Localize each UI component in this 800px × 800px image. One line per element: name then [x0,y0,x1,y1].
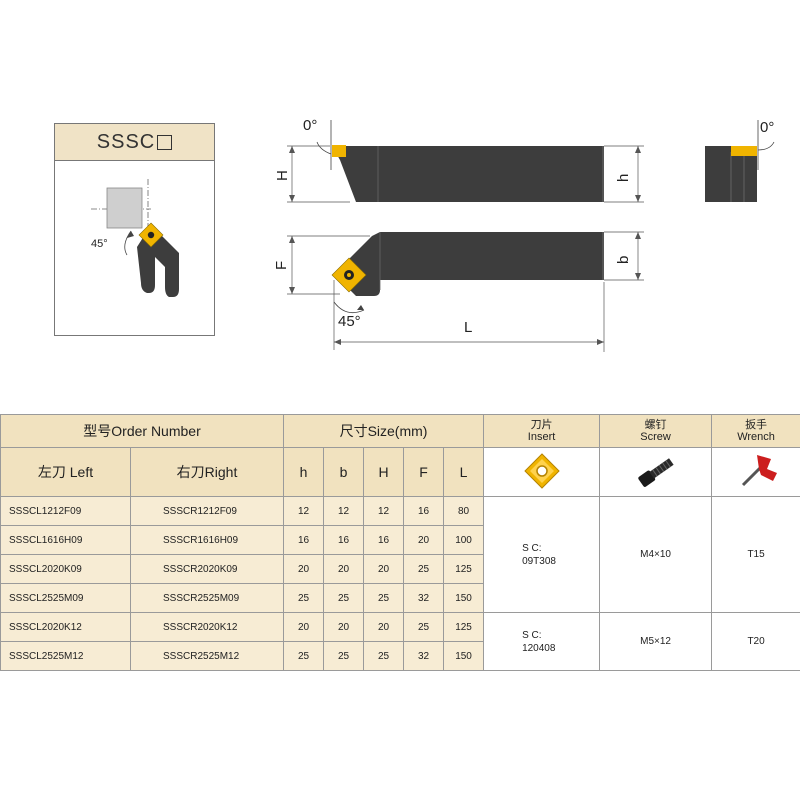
header-left: 左刀 Left [0,447,131,497]
screw-image-cell [599,447,713,497]
row-right-model: SSSCR2020K12 [130,612,284,642]
row-H: 25 [363,641,404,671]
angle-label-bottom: 45° [338,313,361,330]
dim-b: b [615,256,632,264]
row-F: 25 [403,612,444,642]
header-col-h: h [283,447,324,497]
insert-image-cell [483,447,601,497]
frame-title-text: SSSC [96,130,156,153]
row-h: 12 [283,496,324,526]
angle-label-top-left: 0° [303,117,317,134]
screw-icon [637,457,674,487]
tool-drawing: 0° H h 45° F b L 0° [273,117,775,352]
row-h: 25 [283,641,324,671]
row-left-model: SSSCL1616H09 [0,525,131,555]
group1-insert-l1: S C: [522,542,542,554]
wrench-icon [742,454,778,486]
inset-workpiece [106,187,143,229]
row-b: 25 [323,583,364,613]
row-right-model: SSSCR2020K09 [130,554,284,584]
row-right-model: SSSCR2525M09 [130,583,284,613]
header-wrench-en: Wrench [737,431,775,443]
row-right-model: SSSCR2525M12 [130,641,284,671]
row-L: 125 [442,612,485,642]
header-screw: 螺钉 Screw [599,414,713,448]
row-b: 12 [323,496,364,526]
frame-title: SSSC [55,124,214,161]
header-insert-en: Insert [527,431,556,443]
group2-wrench: T20 [711,612,800,671]
row-h: 16 [283,525,324,555]
header-right: 右刀Right [130,447,284,497]
group2-insert: S C: 120408 [483,612,601,671]
end-view-insert [731,146,757,156]
top-view-insert [332,145,346,157]
row-left-model: SSSCL2020K09 [0,554,131,584]
bottom-view-tool [334,232,604,296]
row-b: 16 [323,525,364,555]
row-H: 16 [363,525,404,555]
row-H: 20 [363,612,404,642]
row-F: 25 [403,554,444,584]
header-col-F: F [403,447,444,497]
row-right-model: SSSCR1212F09 [130,496,284,526]
row-F: 16 [403,496,444,526]
dim-h: h [615,174,632,182]
header-screw-en: Screw [640,431,671,443]
row-left-model: SSSCL2525M12 [0,641,131,671]
row-F: 20 [403,525,444,555]
header-wrench: 扳手 Wrench [711,414,800,448]
row-left-model: SSSCL2020K12 [0,612,131,642]
row-h: 20 [283,612,324,642]
group2-insert-l2: 120408 [522,642,556,654]
row-L: 150 [442,583,485,613]
group1-insert-l2: 09T308 [522,555,556,567]
row-L: 125 [442,554,485,584]
header-col-H: H [363,447,404,497]
inset-drawing: 45° [91,179,179,297]
header-size: 尺寸Size(mm) [282,414,485,448]
row-F: 32 [403,641,444,671]
wrench-image-cell [711,447,800,497]
row-b: 25 [323,641,364,671]
row-F: 32 [403,583,444,613]
tool-inset-frame: SSSC 45° [54,123,215,336]
header-insert-cn: 刀片 [530,419,553,431]
row-right-model: SSSCR1616H09 [130,525,284,555]
row-left-model: SSSCL2525M09 [0,583,131,613]
group2-screw: M5×12 [599,612,713,671]
dim-L: L [464,319,472,336]
row-H: 12 [363,496,404,526]
row-h: 25 [283,583,324,613]
row-L: 150 [442,641,485,671]
row-H: 20 [363,554,404,584]
row-L: 100 [442,525,485,555]
row-b: 20 [323,612,364,642]
header-order-number: 型号Order Number [0,414,284,448]
spec-table: 型号Order Number 尺寸Size(mm) 刀片 Insert 螺钉 S… [0,414,800,671]
header-insert: 刀片 Insert [483,414,601,448]
row-L: 80 [442,496,485,526]
row-H: 25 [363,583,404,613]
row-left-model: SSSCL1212F09 [0,496,131,526]
top-view-shank [378,146,604,202]
group1-screw: M4×10 [599,496,713,613]
header-wrench-cn: 扳手 [745,419,768,431]
dim-F: F [273,261,290,270]
group1-insert: S C: 09T308 [483,496,601,613]
group1-wrench: T15 [711,496,800,613]
row-h: 20 [283,554,324,584]
frame-title-box [157,134,173,150]
top-view-tool [332,146,378,202]
insert-icon [523,452,560,489]
angle-label-top-right: 0° [760,119,774,136]
row-b: 20 [323,554,364,584]
inset-angle-label: 45° [91,238,108,250]
header-col-b: b [323,447,364,497]
group2-insert-l1: S C: [522,629,542,641]
header-screw-cn: 螺钉 [644,419,667,431]
header-col-L: L [442,447,485,497]
dim-H: H [274,170,291,181]
